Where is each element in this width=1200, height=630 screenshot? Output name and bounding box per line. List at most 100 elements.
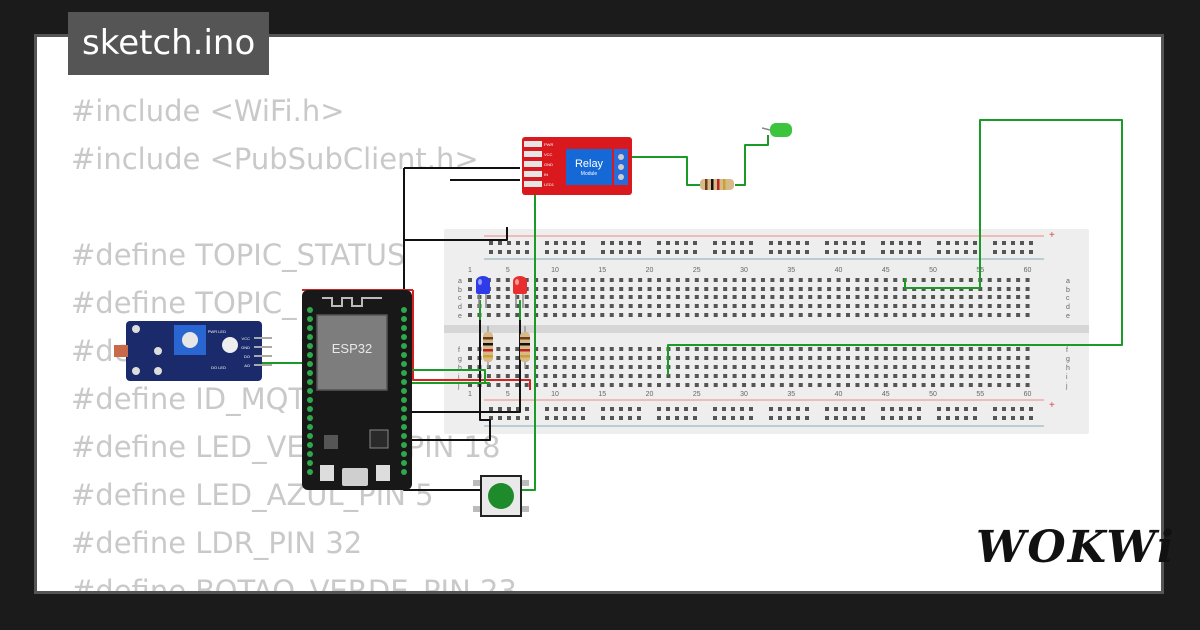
rail-hole — [787, 407, 791, 411]
terminal-hole — [505, 295, 510, 299]
esp32-pin — [307, 415, 313, 421]
terminal-hole — [468, 304, 472, 308]
rail-hole — [489, 241, 493, 245]
row-letter: b — [1066, 287, 1070, 294]
rail-hole — [489, 250, 493, 254]
rail-hole — [498, 241, 502, 245]
rail-hole — [693, 407, 697, 411]
terminal-hole — [902, 313, 907, 317]
esp32-pin — [401, 388, 407, 394]
rail-hole — [628, 407, 632, 411]
rail-hole — [657, 250, 661, 254]
rail-hole — [917, 250, 921, 254]
terminal-hole — [864, 313, 869, 317]
terminal-hole — [836, 287, 841, 291]
terminal-hole — [675, 356, 680, 360]
relay-block — [566, 149, 612, 185]
esp32-pin — [401, 469, 407, 475]
rail-hole — [740, 416, 744, 420]
terminal-hole — [534, 347, 539, 351]
terminal-hole — [742, 287, 747, 291]
terminal-hole — [571, 347, 576, 351]
terminal-hole — [883, 295, 888, 299]
terminal-hole — [808, 347, 813, 351]
terminal-hole — [723, 295, 728, 299]
terminal-hole — [987, 313, 992, 317]
relay-pin — [524, 161, 542, 167]
terminal-hole — [789, 356, 794, 360]
terminal-hole — [808, 278, 813, 282]
rail-hole — [805, 241, 809, 245]
wire-green — [735, 135, 769, 186]
rail-hole — [825, 407, 829, 411]
terminal-hole — [581, 365, 586, 369]
terminal-hole — [553, 383, 558, 387]
terminal-hole — [675, 313, 680, 317]
terminal-hole — [997, 365, 1002, 369]
terminal-hole — [1006, 347, 1011, 351]
column-number: 1 — [468, 267, 472, 274]
rail-hole — [805, 407, 809, 411]
terminal-hole — [874, 374, 879, 378]
terminal-hole — [723, 347, 728, 351]
terminal-hole — [1025, 287, 1030, 291]
terminal-hole — [543, 356, 548, 360]
terminal-hole — [619, 374, 624, 378]
terminal-hole — [751, 374, 756, 378]
rail-hole — [964, 407, 968, 411]
terminal-hole — [553, 287, 558, 291]
row-letter: h — [458, 365, 462, 372]
terminal-hole — [657, 295, 661, 299]
wire-black — [404, 227, 508, 241]
rail-hole — [545, 416, 549, 420]
terminal-hole — [553, 356, 558, 360]
relay-subtitle: Module — [581, 171, 598, 177]
rail-hole — [890, 416, 894, 420]
terminal-hole — [562, 356, 567, 360]
row-letter: g — [1066, 356, 1070, 363]
terminal-hole — [723, 278, 728, 282]
terminal-hole — [657, 383, 661, 387]
sketch-title-tab[interactable]: sketch.ino — [68, 12, 270, 75]
terminal-hole — [694, 356, 699, 360]
terminal-hole — [893, 374, 898, 378]
terminal-hole — [959, 304, 964, 308]
terminal-hole — [921, 383, 926, 387]
relay-pin — [524, 141, 542, 147]
terminal-hole — [562, 278, 567, 282]
rail-hole — [890, 407, 894, 411]
terminal-hole — [742, 374, 747, 378]
rail-hole — [675, 407, 679, 411]
rail-hole — [1011, 407, 1015, 411]
terminal-hole — [921, 295, 926, 299]
terminal-hole — [883, 304, 888, 308]
terminal-hole — [836, 304, 841, 308]
led-body — [770, 123, 792, 137]
terminal-hole — [543, 304, 548, 308]
terminal-hole — [940, 356, 945, 360]
rail-hole — [843, 241, 847, 245]
terminal-hole — [798, 356, 803, 360]
terminal-hole — [534, 313, 539, 317]
rail-hole — [637, 241, 641, 245]
terminal-hole — [836, 313, 841, 317]
rail-hole — [610, 407, 614, 411]
resistor-band — [717, 179, 720, 190]
rail-hole — [890, 241, 894, 245]
terminal-hole — [590, 347, 595, 351]
terminal-hole — [751, 347, 756, 351]
rail-hole — [796, 416, 800, 420]
terminal-hole — [524, 365, 529, 369]
terminal-hole — [685, 295, 690, 299]
terminal-hole — [742, 295, 747, 299]
rail-hole — [525, 416, 529, 420]
terminal-hole — [685, 383, 690, 387]
terminal-hole — [515, 356, 520, 360]
led-blue — [476, 276, 490, 308]
rail-hole — [973, 250, 977, 254]
rail-hole — [563, 416, 567, 420]
esp32-button — [320, 465, 334, 481]
rail-hole — [1002, 407, 1006, 411]
esp32-pin — [307, 460, 313, 466]
column-number: 15 — [598, 267, 606, 274]
